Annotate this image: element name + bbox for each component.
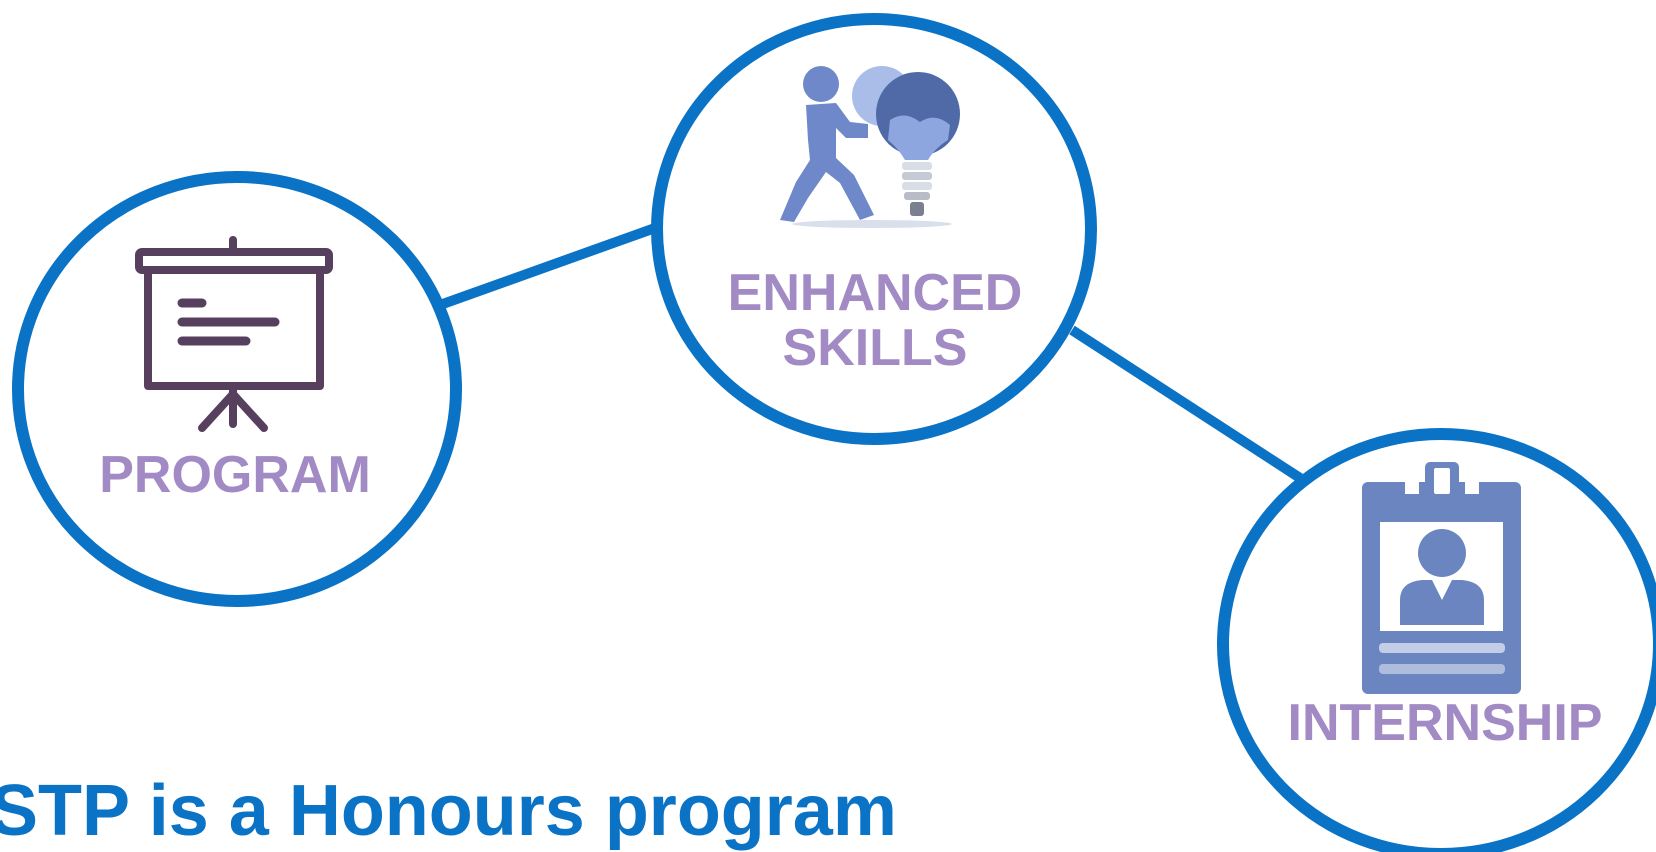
enhanced-skills-label: ENHANCED SKILLS — [690, 266, 1060, 375]
program-label: PROGRAM — [99, 446, 371, 504]
enhanced-skills-label-line2: SKILLS — [782, 318, 968, 377]
enhanced-skills-label-line1: ENHANCED — [727, 264, 1023, 322]
footer-title: STP is a Honours program — [0, 771, 897, 851]
skills-circle — [651, 13, 1097, 445]
internship-label: INTERNSHIP — [1287, 694, 1603, 752]
id-badge-icon — [1362, 462, 1521, 694]
puzzle-lightbulb-person-icon — [780, 66, 960, 228]
presentation-board-icon — [135, 236, 333, 432]
connector-skills-internship — [1069, 325, 1303, 483]
connector-program-skills — [438, 223, 657, 310]
